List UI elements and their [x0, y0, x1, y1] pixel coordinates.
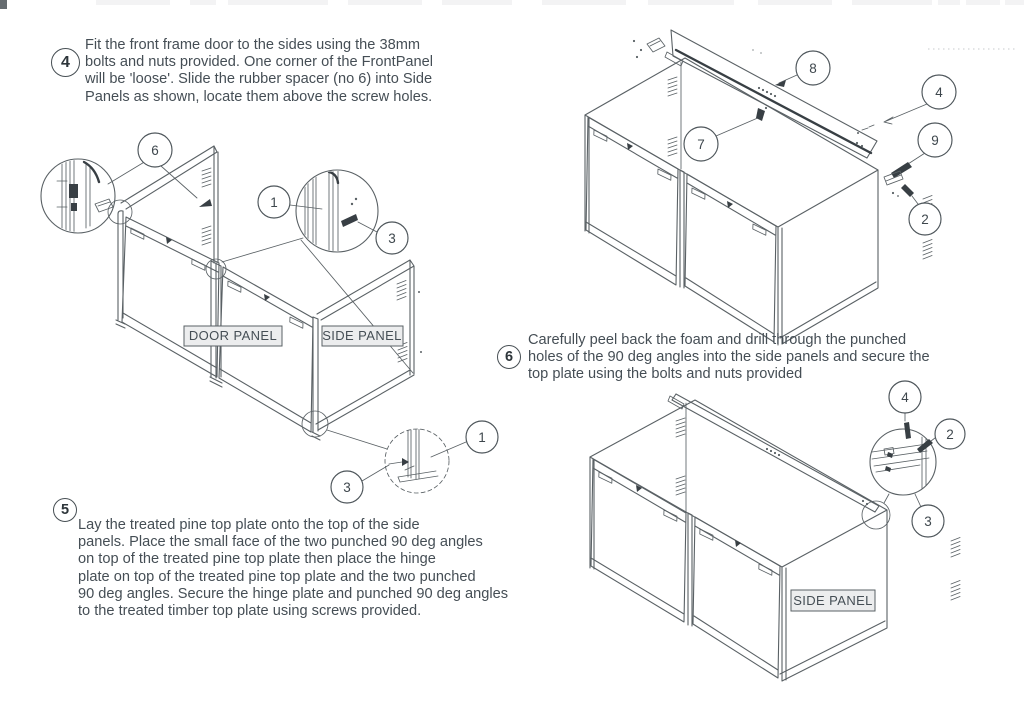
svg-text:SIDE PANEL: SIDE PANEL: [322, 328, 402, 343]
page-crop-remnant-bar: [852, 0, 932, 5]
door-panel-label: DOOR PANEL: [183, 325, 283, 347]
step-6-text: Carefully peel back the foam and drill t…: [528, 332, 930, 383]
callout-rubber-spacer: 6: [137, 132, 173, 168]
page-crop-remnant-bar: [348, 0, 422, 5]
page-crop-remnant-bar: [758, 0, 832, 5]
page-crop-remnant-bar: [648, 0, 734, 5]
callout-number: 3: [388, 231, 396, 246]
page-crop-remnant-bar: [1005, 0, 1024, 5]
page-crop-remnant-bar: [542, 0, 626, 5]
callout-number: 1: [270, 195, 278, 210]
callout-top-bolt: 4: [888, 380, 922, 414]
callout-number: 1: [478, 430, 486, 445]
svg-text:SIDE PANEL: SIDE PANEL: [793, 593, 873, 608]
step-5-text: Lay the treated pine top plate onto the …: [78, 517, 509, 620]
page-crop-remnant-bar: [228, 0, 328, 5]
callout-number: 6: [151, 143, 159, 158]
callout-number: 3: [924, 514, 932, 529]
front-frame-diagram: 6 1 3 1 3 DOOR PANEL SIDE PANEL: [40, 132, 499, 504]
callout-number: 4: [935, 85, 943, 100]
callout-bolt-right: 4: [921, 74, 957, 110]
callout-lower-screw: 2: [908, 202, 942, 236]
step-5-number-badge: 5: [53, 498, 77, 522]
step-6-number-badge: 6: [497, 345, 521, 369]
callout-punched-hole: 7: [683, 126, 719, 162]
svg-text:DOOR PANEL: DOOR PANEL: [189, 328, 277, 343]
callout-number: 2: [921, 212, 929, 227]
top-plate-exploded-diagram: 8 4 7 9 2: [584, 29, 1016, 346]
step-4-text: Fit the front frame door to the sides us…: [85, 37, 434, 105]
page-crop-remnant-bar: [966, 0, 1000, 5]
callout-bolt-bottom: 3: [330, 470, 364, 504]
callout-number: 7: [697, 137, 705, 152]
callout-bolt-top: 3: [375, 221, 409, 255]
callout-side-screw: 2: [934, 418, 966, 450]
page-crop-remnant-bar: [96, 0, 170, 5]
step-4-number-badge: 4: [51, 48, 80, 77]
top-plate-fitted-diagram: 4 2 3 SIDE PANEL: [589, 380, 966, 682]
callout-number: 3: [343, 480, 351, 495]
callout-number: 2: [946, 427, 954, 442]
page-crop-remnant-bar: [938, 0, 960, 5]
page-crop-remnant-bar: [442, 0, 512, 5]
callout-number: 9: [931, 133, 939, 148]
callout-number: 4: [901, 390, 909, 405]
callout-frame-bottom: 1: [465, 420, 499, 454]
callout-bracket-screw: 9: [917, 122, 953, 158]
side-panel-label-fitted: SIDE PANEL: [790, 589, 876, 612]
side-panel-label: SIDE PANEL: [321, 325, 404, 347]
callout-number: 8: [809, 61, 817, 76]
callout-angle-bracket: 3: [911, 504, 945, 538]
callout-frame-top: 1: [257, 185, 291, 219]
page-crop-remnant-bar: [190, 0, 216, 5]
callout-top-plate: 8: [795, 50, 831, 86]
page-crop-remnant-mark: [0, 0, 7, 9]
